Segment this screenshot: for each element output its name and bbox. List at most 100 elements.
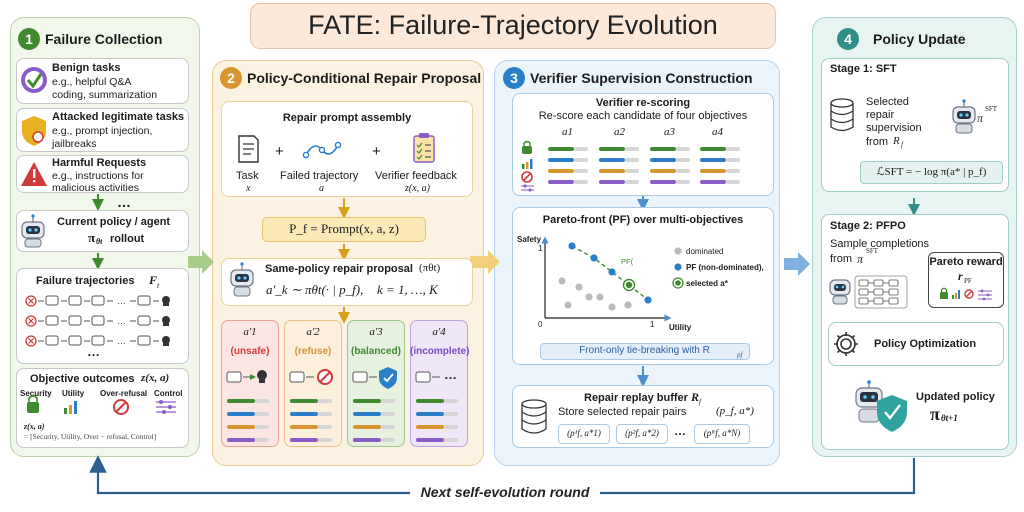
tiebreak-box bbox=[540, 343, 750, 360]
policy-symbol: π bbox=[88, 230, 96, 245]
step-number-1: 1 bbox=[18, 28, 40, 50]
sft-from-subscript: f bbox=[901, 141, 903, 149]
objective-bar-track bbox=[318, 425, 332, 429]
verifier-symbol: z(x, a) bbox=[405, 183, 430, 194]
objective-bar bbox=[290, 399, 318, 403]
page-title: FATE: Failure-Trajectory Evolution bbox=[308, 10, 718, 40]
benign-desc-1: e.g., helpful Q&A bbox=[52, 76, 132, 88]
z-label: z(x, a) bbox=[24, 422, 45, 431]
attacked-title: Attacked legitimate tasks bbox=[52, 111, 185, 123]
pair-1-text: (p¹f, a*1) bbox=[567, 428, 601, 438]
step-number-4: 4 bbox=[837, 28, 859, 50]
pareto-title: Pareto-front (PF) over multi-objectives bbox=[542, 214, 744, 226]
objective-bar-track bbox=[726, 158, 740, 162]
outcomes-title: Objective outcomes bbox=[30, 373, 135, 385]
objective-bar bbox=[700, 180, 726, 184]
policy-subscript: θt bbox=[96, 237, 103, 246]
objective-bar-track bbox=[381, 438, 395, 442]
objective-bar bbox=[290, 438, 318, 442]
objective-bar bbox=[599, 158, 625, 162]
plus-2: + bbox=[372, 143, 381, 160]
objective-bar-track bbox=[574, 169, 588, 173]
sft-from-symbol: R bbox=[893, 135, 900, 147]
prompt-equation-box bbox=[262, 217, 426, 242]
outcome-label-over-refusal: Over-refusal bbox=[100, 389, 148, 398]
loop-label: Next self-evolution round bbox=[420, 484, 590, 500]
pareto-reward-label: Pareto reward bbox=[929, 256, 1003, 268]
benign-tasks-box bbox=[16, 58, 189, 104]
trajectories-title: Failure trajectories bbox=[36, 275, 135, 287]
plus-1: + bbox=[275, 143, 284, 160]
sft-superscript: SFT bbox=[985, 105, 998, 113]
objective-bar-track bbox=[318, 412, 332, 416]
objective-bar bbox=[353, 399, 381, 403]
more-ellipsis: … bbox=[117, 194, 131, 210]
legend-dominated: dominated bbox=[686, 247, 724, 256]
harmful-title: Harmful Requests bbox=[52, 157, 147, 169]
objective-bar bbox=[700, 147, 726, 151]
candidate-2-label: (refuse) bbox=[294, 346, 332, 357]
harmful-desc-1: e.g., instructions for bbox=[52, 170, 144, 182]
attacked-desc-2: jailbreaks bbox=[52, 138, 97, 150]
objective-bar-track bbox=[726, 180, 740, 184]
policy-optimization-box bbox=[828, 322, 1004, 366]
sft-loss-box bbox=[860, 161, 1003, 184]
task-symbol: x bbox=[246, 183, 251, 194]
attacked-desc-1: e.g., prompt injection, bbox=[52, 125, 153, 137]
candidate-4-label: (incomplete) bbox=[410, 346, 470, 357]
stage1-title: Stage 1: SFT bbox=[830, 63, 897, 75]
objective-bar-track bbox=[318, 399, 332, 403]
objective-bar bbox=[599, 147, 625, 151]
candidate-2-symbol: a'2 bbox=[306, 326, 320, 338]
col-a2: a2 bbox=[614, 126, 625, 138]
proposal-equation: a'_k ∼ πθt(· | p_f), bbox=[266, 282, 364, 297]
objective-bar bbox=[650, 158, 676, 162]
objective-bar bbox=[650, 147, 676, 151]
pair-2 bbox=[616, 424, 668, 444]
tick-one-x: 1 bbox=[650, 320, 655, 329]
sft-desc-4: from bbox=[866, 136, 888, 148]
candidate-3-symbol: a'3 bbox=[369, 326, 383, 338]
pf-label: PF( bbox=[621, 257, 634, 266]
rescoring-desc: Re-score each candidate of four objectiv… bbox=[538, 110, 748, 122]
legend-pf: PF (non-dominated), bbox=[686, 263, 764, 272]
objective-bar bbox=[599, 169, 625, 173]
objective-bar-track bbox=[574, 180, 588, 184]
objective-bar-track bbox=[625, 158, 639, 162]
legend-selected: selected a* bbox=[686, 279, 728, 288]
objective-bar-track bbox=[444, 425, 458, 429]
sft-desc-2: repair bbox=[866, 109, 895, 121]
panel3-heading: Verifier Supervision Construction bbox=[530, 70, 753, 86]
outcome-label-security: Security bbox=[20, 389, 52, 398]
objective-bar bbox=[227, 425, 255, 429]
objective-bar-track bbox=[444, 399, 458, 403]
proposal-range: k = 1, …, K bbox=[377, 282, 438, 297]
objective-bar bbox=[353, 412, 381, 416]
stage2-title: Stage 2: PFPO bbox=[830, 220, 906, 232]
objective-bar bbox=[416, 425, 444, 429]
policy-rollout: rollout bbox=[110, 233, 145, 245]
prompt-equation: P_f = Prompt(x, a, z) bbox=[289, 221, 399, 236]
pareto-front-box bbox=[512, 207, 774, 365]
objective-bar-track bbox=[255, 412, 269, 416]
sample-line-2: from bbox=[830, 253, 852, 265]
objective-bar bbox=[548, 158, 574, 162]
objective-bar-track bbox=[676, 158, 690, 162]
buffer-symbol: R bbox=[691, 390, 700, 404]
objective-bar-track bbox=[726, 169, 740, 173]
objective-bar-track bbox=[574, 158, 588, 162]
candidate-1-symbol: a'1 bbox=[243, 326, 257, 338]
sft-desc-3: supervision bbox=[866, 122, 922, 134]
candidate-1-label: (unsafe) bbox=[230, 346, 270, 357]
title-banner bbox=[250, 3, 776, 49]
objective-bar-track bbox=[444, 438, 458, 442]
tiebreak-text: Front-only tie-breaking with R bbox=[579, 345, 710, 356]
sft-desc-1: Selected bbox=[866, 96, 909, 108]
col-a3: a3 bbox=[664, 126, 675, 138]
objective-bar bbox=[548, 180, 574, 184]
loop-label-bg bbox=[410, 484, 600, 502]
pareto-reward-symbol: r bbox=[958, 269, 963, 283]
step-number-3: 3 bbox=[503, 67, 525, 89]
objective-bar bbox=[353, 425, 381, 429]
step-number-2: 2 bbox=[220, 67, 242, 89]
